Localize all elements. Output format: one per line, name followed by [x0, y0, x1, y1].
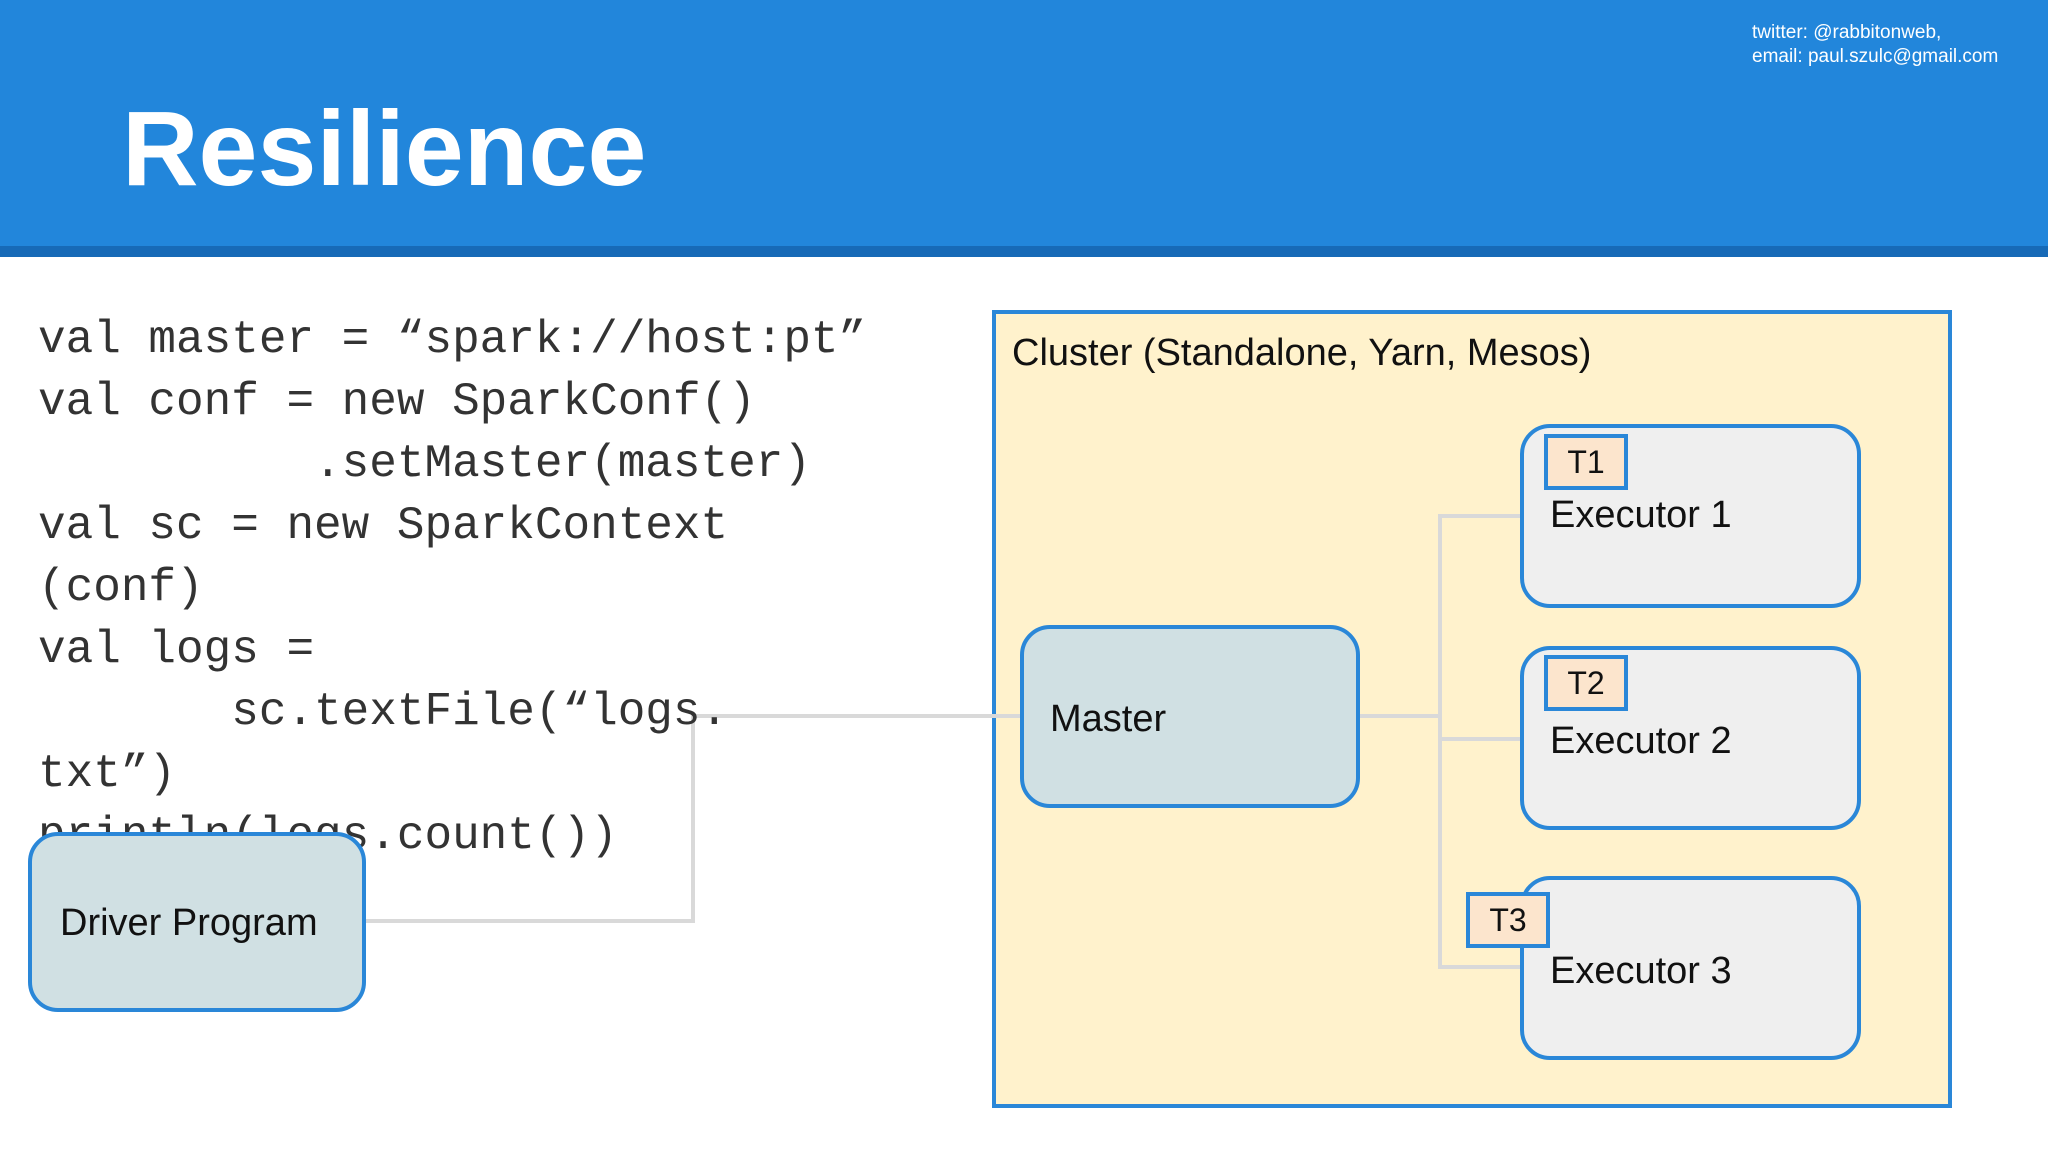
code-snippet: val master = “spark://host:pt” val conf … — [38, 314, 867, 862]
executor-3-node: Executor 3 — [1520, 876, 1861, 1060]
executor-3-label: Executor 3 — [1550, 950, 1732, 992]
slide-title: Resilience — [122, 90, 647, 208]
executor-1-label: Executor 1 — [1550, 494, 1732, 536]
cluster-label: Cluster (Standalone, Yarn, Mesos) — [1012, 332, 1592, 374]
driver-program-node: Driver Program — [28, 832, 366, 1012]
master-to-executor2-connector — [1438, 716, 1522, 741]
contact-info: twitter: @rabbitonweb, email: paul.szulc… — [1752, 21, 1998, 69]
header-divider — [0, 246, 2048, 257]
driver-to-master-connector — [366, 714, 1022, 923]
task-t1: T1 — [1544, 434, 1628, 490]
master-node: Master — [1020, 625, 1360, 808]
executor-2-label: Executor 2 — [1550, 720, 1732, 762]
slide-header — [0, 0, 2048, 246]
executor-2-node: Executor 2 — [1520, 646, 1861, 830]
master-label: Master — [1050, 698, 1167, 740]
task-t3: T3 — [1466, 892, 1550, 948]
twitter-handle: twitter: @rabbitonweb, — [1752, 22, 1942, 43]
driver-program-label: Driver Program — [60, 902, 318, 944]
task-t2: T2 — [1544, 655, 1628, 711]
master-to-executor1-connector — [1358, 514, 1522, 718]
master-to-executor3-connector — [1438, 739, 1522, 969]
email-address: email: paul.szulc@gmail.com — [1752, 46, 1999, 67]
